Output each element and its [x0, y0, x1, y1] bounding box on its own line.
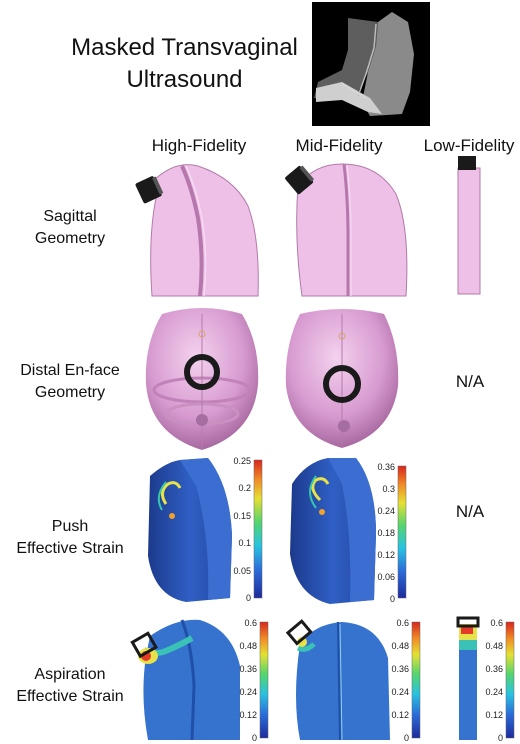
row-label-aspiration: Aspiration Effective Strain: [16, 666, 124, 705]
probe-icon: [456, 616, 480, 628]
probe-icon: [458, 156, 476, 170]
column-header-low: Low-Fidelity: [423, 136, 515, 155]
figure-title: Masked Transvaginal Ultrasound: [62, 32, 307, 96]
colorbar-aspiration-low: 0.6 0.48 0.36 0.24 0.12 0: [485, 618, 515, 743]
aspiration-mid-fidelity: [285, 619, 390, 741]
tick-label: 0: [404, 733, 409, 743]
tick-label: 0: [498, 733, 503, 743]
enface-mid-fidelity: [285, 309, 399, 448]
na-enface-low: N/A: [455, 372, 485, 391]
tick-label: 0.3: [382, 484, 395, 494]
sagittal-high-fidelity: [135, 164, 259, 297]
colorbar-push-mid: 0.36 0.3 0.24 0.18 0.12 0.06 0: [377, 462, 407, 604]
colorbar-ticks: 0.25 0.2 0.15 0.1 0.05 0: [233, 456, 251, 603]
tick-label: 0.15: [233, 511, 251, 521]
tick-label: 0.12: [239, 710, 257, 720]
tick-label: 0: [246, 593, 251, 603]
tick-label: 0.24: [391, 687, 409, 697]
probe-icon: [285, 165, 315, 195]
push-high-fidelity: [148, 458, 232, 602]
tick-label: 0.12: [485, 710, 503, 720]
tick-label: 0.48: [239, 641, 257, 651]
colorbar-ticks: 0.6 0.48 0.36 0.24 0.12 0: [239, 618, 257, 743]
enface-high-fidelity: [145, 308, 259, 450]
column-header-high: High-Fidelity: [151, 136, 247, 155]
colorbar-aspiration-high: 0.6 0.48 0.36 0.24 0.12 0: [239, 618, 269, 743]
title-line-2: Ultrasound: [126, 66, 243, 93]
tick-label: 0.36: [239, 664, 257, 674]
tick-label: 0: [252, 733, 257, 743]
row-label-enface: Distal En-face Geometry: [20, 362, 120, 401]
tick-label: 0.6: [490, 618, 503, 628]
tick-label: 0.24: [485, 687, 503, 697]
tick-label: 0.24: [377, 506, 395, 516]
tick-label: 0.48: [391, 641, 409, 651]
aspiration-high-fidelity: [130, 619, 240, 741]
probe-ring-icon: [184, 354, 220, 390]
sagittal-low-fidelity: [457, 156, 481, 295]
tick-label: 0.36: [391, 664, 409, 674]
sagittal-mid-fidelity: [285, 163, 408, 297]
tick-label: 0.18: [377, 528, 395, 538]
aspiration-low-fidelity: [456, 616, 480, 740]
probe-icon: [285, 619, 313, 646]
row-label-push: Push Effective Strain: [16, 518, 124, 557]
column-header-mid: Mid-Fidelity: [295, 136, 383, 155]
tick-label: 0: [390, 594, 395, 604]
ultrasound-mask-image: [312, 2, 430, 126]
colorbar-ticks: 0.6 0.48 0.36 0.24 0.12 0: [391, 618, 409, 743]
tick-label: 0.25: [233, 456, 251, 466]
tick-label: 0.05: [233, 566, 251, 576]
push-mid-fidelity: [290, 458, 376, 604]
tick-label: 0.2: [238, 483, 251, 493]
tick-label: 0.48: [485, 641, 503, 651]
colorbar-ticks: 0.36 0.3 0.24 0.18 0.12 0.06 0: [377, 462, 395, 604]
colorbar-push-high: 0.25 0.2 0.15 0.1 0.05 0: [233, 456, 263, 603]
title-line-1: Masked Transvaginal: [71, 34, 298, 61]
tick-label: 0.24: [239, 687, 257, 697]
tick-label: 0.12: [391, 710, 409, 720]
row-label-sagittal: Sagittal Geometry: [34, 208, 106, 247]
tick-label: 0.36: [377, 462, 395, 472]
probe-ring-icon: [323, 365, 361, 403]
tick-label: 0.6: [396, 618, 409, 628]
tick-label: 0.6: [244, 618, 257, 628]
probe-icon: [135, 176, 164, 204]
colorbar-ticks: 0.6 0.48 0.36 0.24 0.12 0: [485, 618, 503, 743]
probe-icon: [130, 631, 158, 659]
tick-label: 0.1: [238, 538, 251, 548]
tick-label: 0.12: [377, 550, 395, 560]
na-push-low: N/A: [455, 502, 485, 521]
colorbar-aspiration-mid: 0.6 0.48 0.36 0.24 0.12 0: [391, 618, 421, 743]
tick-label: 0.06: [377, 572, 395, 582]
tick-label: 0.36: [485, 664, 503, 674]
